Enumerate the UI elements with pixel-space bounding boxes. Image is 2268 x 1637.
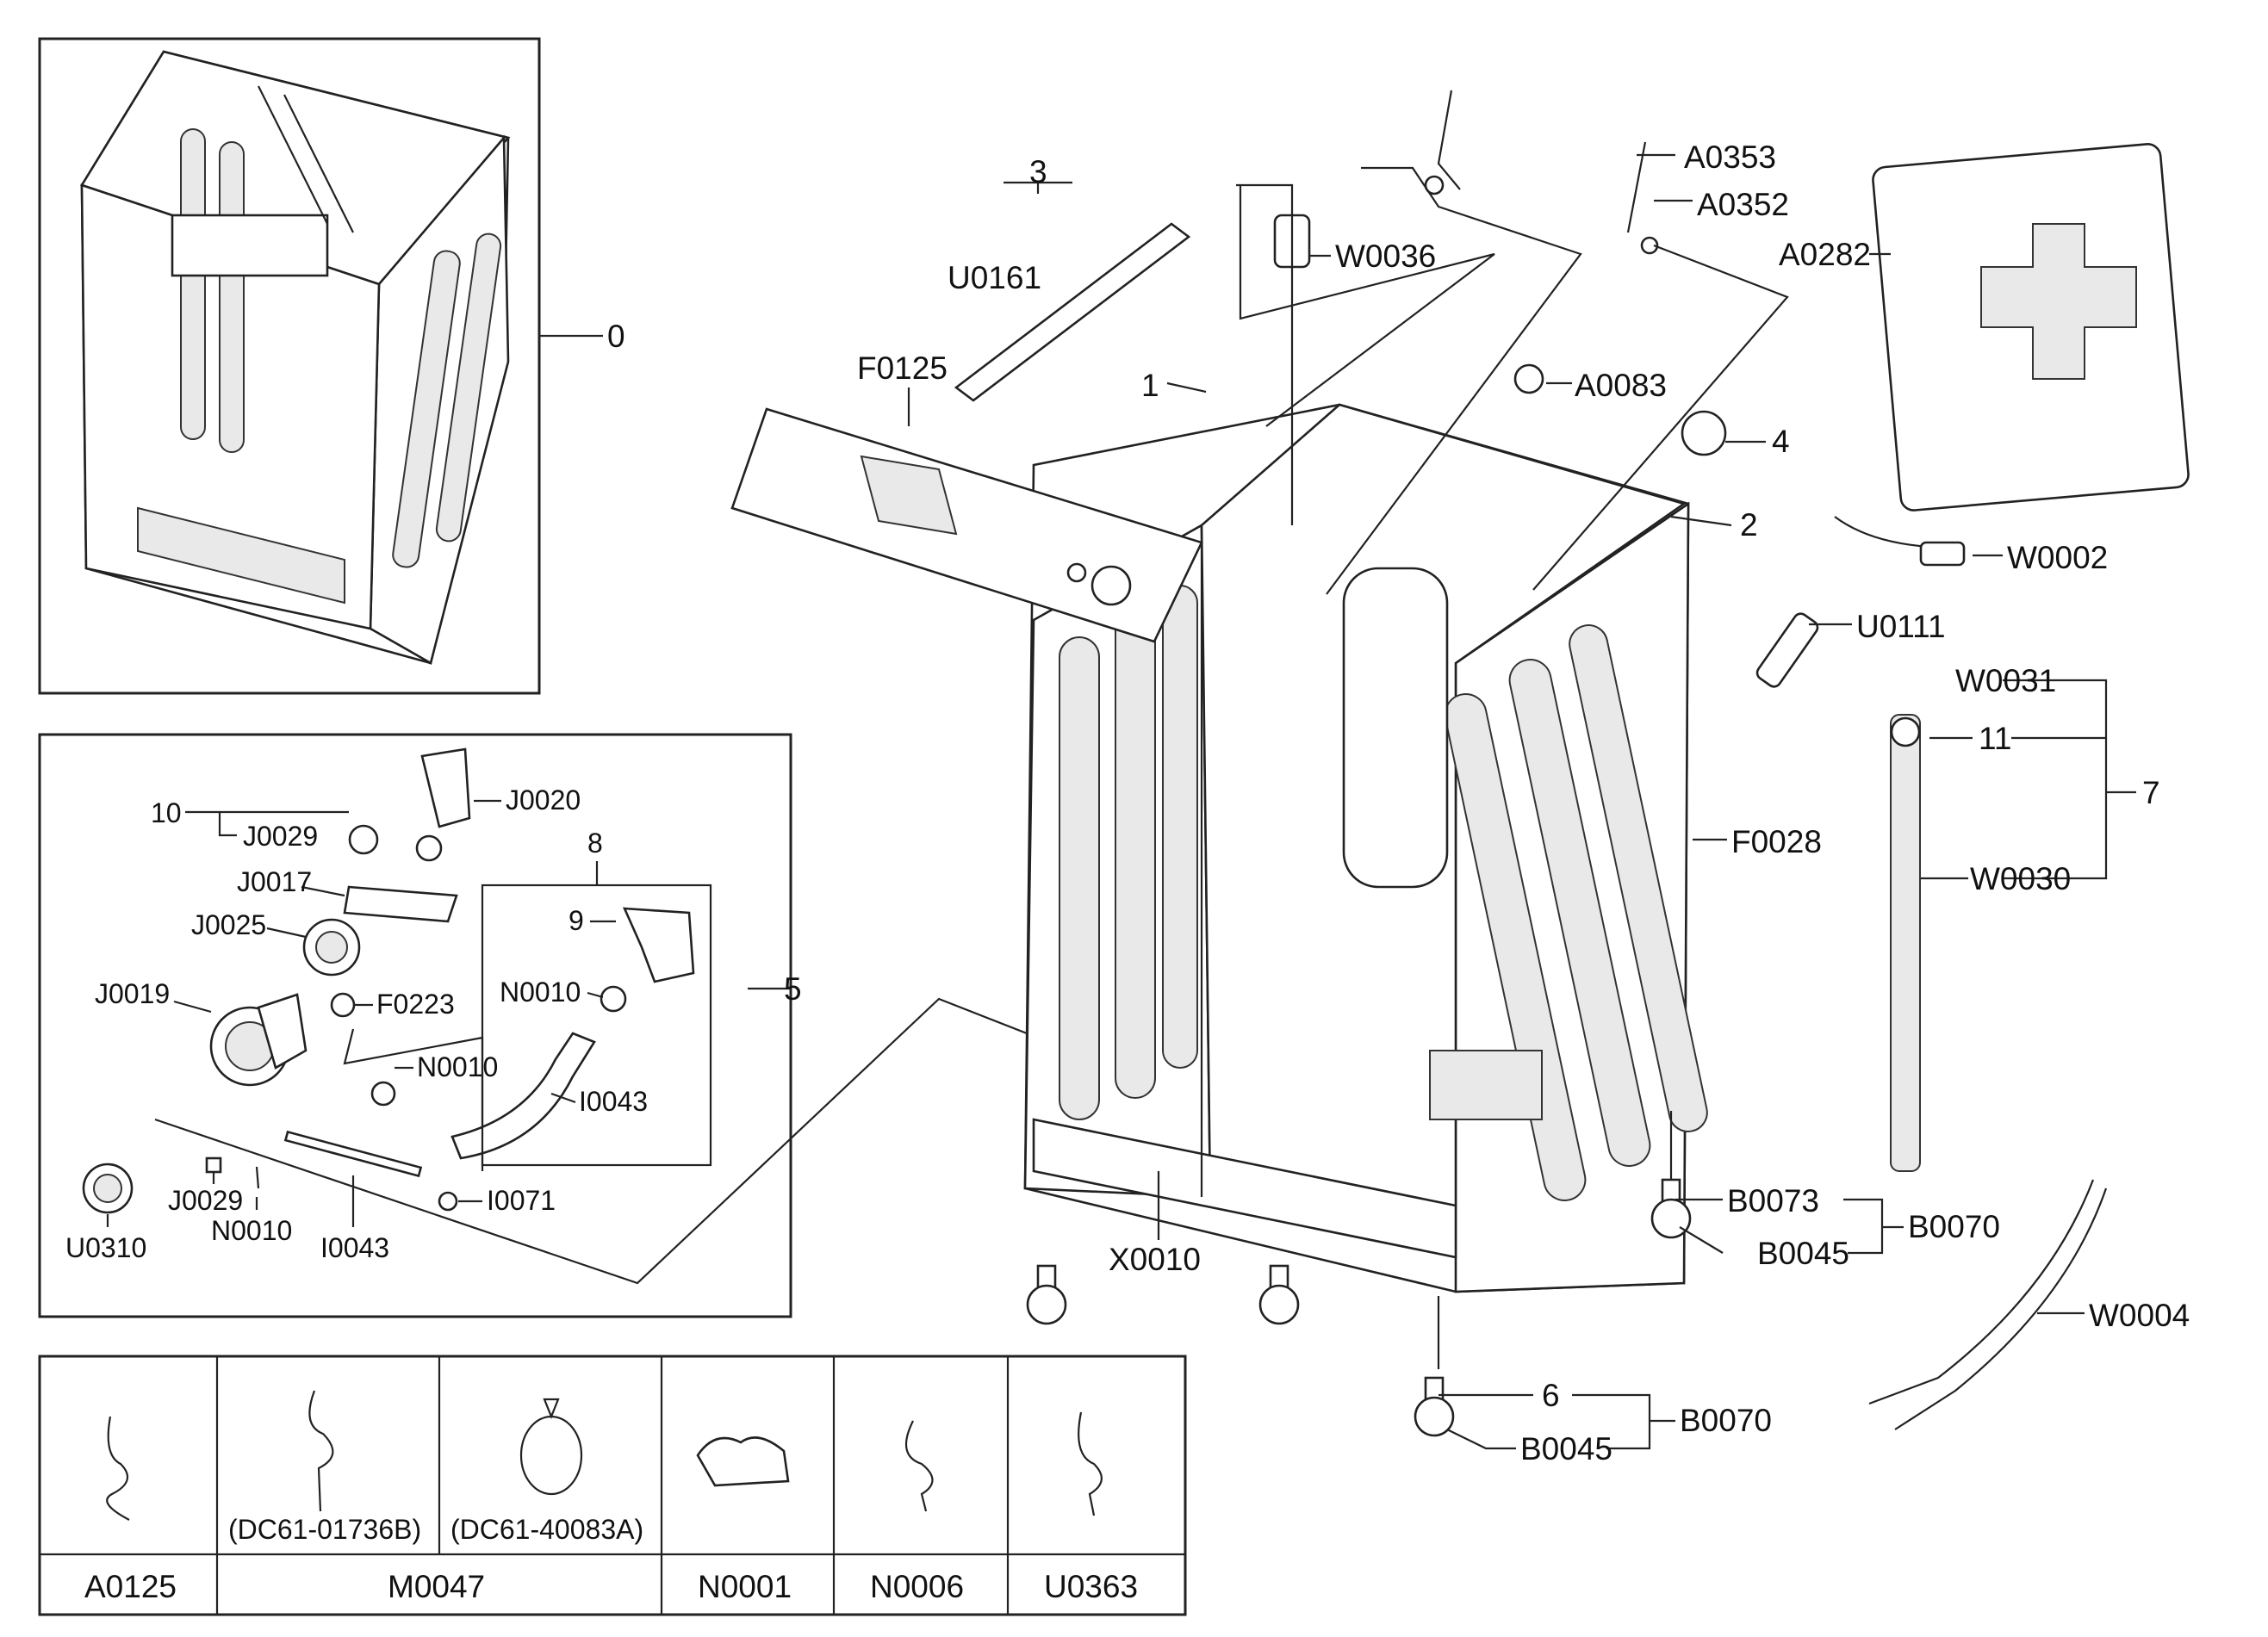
label-f0028: F0028 [1731,824,1822,859]
assembled-cabinet-illustration [80,50,511,665]
label-a0282: A0282 [1779,237,1871,272]
pump-parts [82,747,695,1214]
exploded-leaders [1236,183,1294,525]
label-0: 0 [607,319,625,354]
label-a0353: A0353 [1684,140,1776,175]
cords-and-hoses [1755,516,2108,1430]
label-n0010-mid: N0010 [417,1051,498,1082]
label-i0043-tube: I0043 [320,1232,389,1263]
label-7: 7 [2142,775,2160,810]
label-f0223: F0223 [376,989,455,1020]
label-b0045-right: B0045 [1757,1236,1849,1271]
table-code-u0363: U0363 [1044,1569,1138,1604]
table-note-m0047-b: (DC61-40083A) [450,1514,643,1545]
label-w0036: W0036 [1335,239,1436,274]
label-9: 9 [569,905,584,936]
label-j0017: J0017 [237,866,312,897]
label-a0083: A0083 [1575,368,1667,403]
label-b0073: B0073 [1727,1183,1819,1218]
label-b0070-bottom: B0070 [1680,1403,1772,1438]
label-3: 3 [1029,154,1047,189]
label-i0043-hose: I0043 [579,1086,648,1117]
label-n0010-right: N0010 [500,977,581,1008]
rear-cover [1872,143,2190,512]
table-code-n0001: N0001 [698,1569,792,1604]
label-j0019: J0019 [95,978,170,1009]
assembly-box [38,37,541,695]
label-j0029-top: J0029 [243,821,318,852]
label-i0071: I0071 [487,1185,556,1216]
label-a0352: A0352 [1697,187,1789,222]
leader-10 [185,810,237,837]
pump-assembly-box [38,733,792,1318]
label-j0029-bottom: J0029 [168,1185,243,1216]
table-code-n0006: N0006 [870,1569,964,1604]
label-u0161: U0161 [948,260,1041,295]
label-b0045-bottom: B0045 [1520,1431,1612,1466]
feet [1026,1178,1692,1437]
label-n0010-bottom: N0010 [211,1215,292,1246]
clamp-table [38,1355,1187,1616]
label-5: 5 [784,971,802,1007]
label-x0010: X0010 [1109,1242,1201,1277]
springs [1273,90,1727,456]
label-w0031: W0031 [1955,663,2056,698]
table-code-a0125: A0125 [84,1569,177,1604]
label-1: 1 [1141,368,1159,403]
label-w0004: W0004 [2089,1298,2190,1333]
label-w0002: W0002 [2007,540,2108,575]
label-w0030: W0030 [1970,861,2071,896]
label-b0070-right: B0070 [1908,1209,2000,1244]
label-11: 11 [1979,721,2011,756]
control-panel-frame [730,407,1203,643]
label-u0310: U0310 [65,1232,146,1263]
label-8: 8 [587,828,603,859]
label-6: 6 [1542,1378,1560,1413]
cabinet-illustration [1023,403,1708,1293]
label-j0025: J0025 [191,909,266,940]
label-4: 4 [1772,424,1790,459]
label-f0125: F0125 [857,350,948,386]
label-u0111: U0111 [1856,609,1946,644]
table-code-m0047: M0047 [388,1569,485,1604]
top-bracket [954,222,1191,402]
label-10: 10 [151,797,182,828]
label-j0020: J0020 [506,784,581,815]
table-note-m0047-a: (DC61-01736B) [228,1514,421,1545]
label-2: 2 [1740,507,1758,543]
